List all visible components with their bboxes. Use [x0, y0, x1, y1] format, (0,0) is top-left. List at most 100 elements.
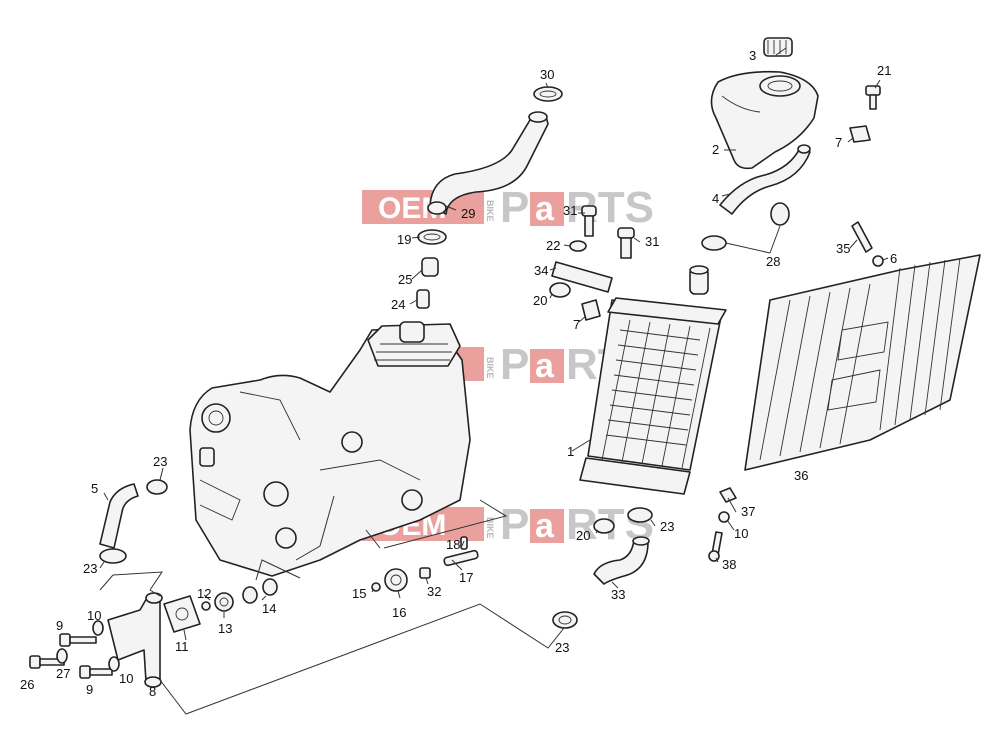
callout-9-upper: 9 — [56, 618, 63, 633]
lower-hose-33 — [593, 536, 650, 585]
callout-10-upper: 10 — [87, 608, 101, 623]
fitting-25 — [421, 257, 439, 277]
screw-31-right — [617, 227, 635, 259]
engine-block — [189, 321, 471, 577]
callout-35: 35 — [836, 241, 850, 256]
callout-36: 36 — [794, 468, 808, 483]
callout-30: 30 — [540, 67, 554, 82]
callout-34: 34 — [534, 263, 548, 278]
shaft-17 — [443, 549, 479, 567]
watermark-p-text: P — [500, 500, 529, 549]
callout-27: 27 — [56, 666, 70, 681]
nut-6 — [872, 255, 884, 267]
watermark-a-box — [530, 509, 564, 543]
bolt-9-upper — [59, 633, 97, 647]
callout-2: 2 — [712, 142, 719, 157]
callout-17: 17 — [459, 570, 473, 585]
callout-24: 24 — [391, 297, 405, 312]
callout-7-bracket: 7 — [573, 317, 580, 332]
callout-13: 13 — [218, 621, 232, 636]
clip-7-top — [849, 125, 871, 143]
expansion-tank-cap — [763, 37, 793, 57]
callout-3: 3 — [749, 48, 756, 63]
callout-15: 15 — [352, 586, 366, 601]
callout-29: 29 — [461, 206, 475, 221]
callout-11: 11 — [175, 639, 189, 654]
hose-clamp-23-upper-left — [146, 479, 168, 495]
washer-10-upper — [92, 620, 104, 636]
callout-23-bottom: 23 — [555, 640, 569, 655]
watermark-a-box — [530, 192, 564, 226]
callout-6: 6 — [890, 251, 897, 266]
washer-10-lower — [108, 656, 120, 672]
callout-8: 8 — [149, 684, 156, 699]
washer-27 — [56, 648, 68, 664]
gear-16 — [384, 568, 408, 592]
hose-clamp-23-bottom — [552, 611, 578, 629]
pin-18 — [460, 536, 468, 550]
callout-5: 5 — [91, 481, 98, 496]
watermark-bike-text: BIKE — [485, 200, 495, 222]
screw-35 — [851, 221, 873, 253]
callout-26: 26 — [20, 677, 34, 692]
callout-31-left: 31 — [563, 203, 577, 218]
radiator-bracket-34 — [551, 261, 613, 293]
pin-32 — [419, 567, 431, 579]
watermark-p-text: P — [500, 340, 529, 389]
watermark-a-text: a — [535, 507, 555, 545]
watermark-a-text: a — [535, 347, 555, 385]
hose-clamp-19 — [417, 229, 447, 245]
bearing-14 — [242, 578, 278, 604]
water-pump-elbow — [107, 592, 163, 688]
callout-33: 33 — [611, 587, 625, 602]
rubber-37 — [719, 487, 737, 503]
callout-12: 12 — [197, 586, 211, 601]
bolt-9-lower — [79, 665, 113, 679]
callout-23-radiator: 23 — [660, 519, 674, 534]
expansion-tank — [710, 70, 819, 170]
grommet-22 — [569, 240, 587, 252]
bolt-21 — [865, 85, 881, 110]
bolt-26 — [29, 655, 65, 669]
radiator — [579, 265, 727, 495]
clip-7-bracket — [581, 299, 601, 321]
callout-23-lower-left: 23 — [83, 561, 97, 576]
tank-hose — [719, 144, 811, 215]
watermark-a-text: a — [535, 190, 555, 228]
callout-7-top: 7 — [835, 135, 842, 150]
callout-10-lower: 10 — [119, 671, 133, 686]
bolt-38 — [708, 531, 723, 562]
callout-23-upper-left: 23 — [153, 454, 167, 469]
watermark-rts-text: RTS — [566, 183, 654, 232]
callout-14: 14 — [262, 601, 276, 616]
callout-25: 25 — [398, 272, 412, 287]
callout-1: 1 — [567, 444, 574, 459]
callout-31-right: 31 — [645, 234, 659, 249]
watermark-top: OEM BIKE P a RTS — [362, 183, 654, 232]
impeller-13 — [214, 592, 234, 612]
watermark-a-box — [530, 349, 564, 383]
callout-38: 38 — [722, 557, 736, 572]
callout-10-right: 10 — [734, 526, 748, 541]
callout-37: 37 — [741, 504, 755, 519]
hose-clamp-23-radiator — [627, 507, 653, 523]
screw-31-left — [581, 205, 597, 237]
hose-clamp-28 — [701, 202, 790, 251]
callout-32: 32 — [427, 584, 441, 599]
callout-28: 28 — [766, 254, 780, 269]
callout-labels: 1 2 3 4 5 6 7 7 8 9 9 10 10 10 11 12 13 … — [20, 48, 897, 699]
watermark-bike-text: BIKE — [485, 517, 495, 539]
grommet-20-bottom — [593, 518, 615, 534]
fitting-24 — [416, 289, 430, 309]
callout-9-lower: 9 — [86, 682, 93, 697]
callout-4: 4 — [712, 191, 719, 206]
gasket-11 — [163, 595, 201, 633]
watermark-bike-text: BIKE — [485, 357, 495, 379]
watermark-p-text: P — [500, 183, 529, 232]
hose-clamp-23-lower-left — [99, 548, 127, 564]
hose-5 — [99, 483, 139, 549]
callout-20-bottom: 20 — [576, 528, 590, 543]
callout-19: 19 — [397, 232, 411, 247]
callout-22: 22 — [546, 238, 560, 253]
